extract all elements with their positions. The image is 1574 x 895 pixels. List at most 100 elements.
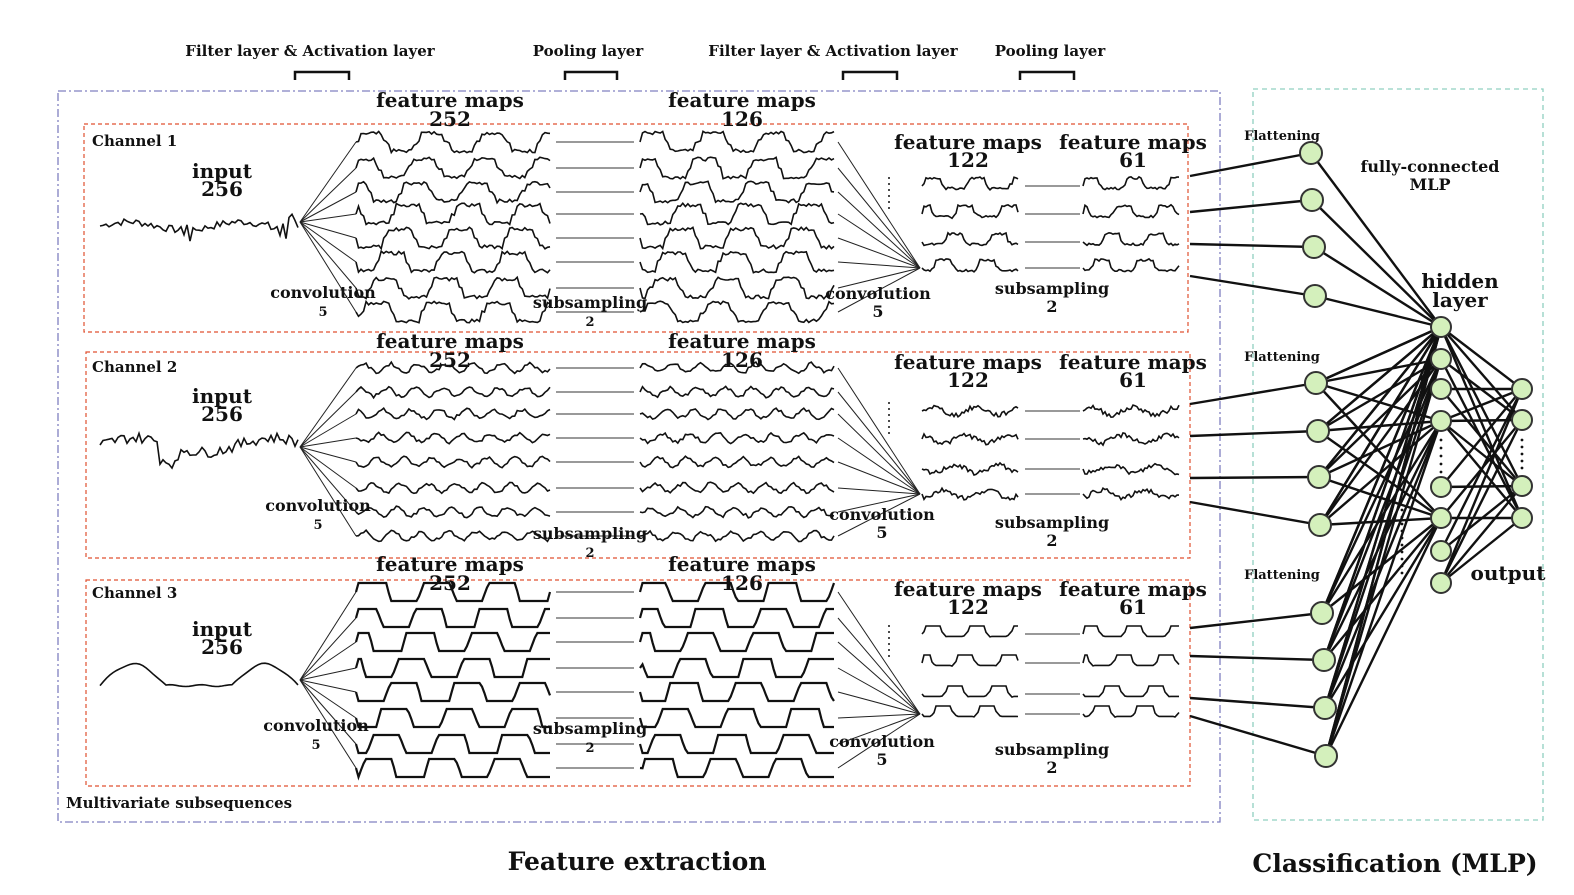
conv-connection	[299, 167, 357, 223]
feature-map-252	[354, 581, 552, 603]
feature-maps-label: feature maps	[376, 329, 524, 353]
conv-connection	[299, 446, 357, 513]
flatten-node	[1304, 371, 1328, 395]
feature-map-61	[1082, 487, 1179, 501]
conv-connection	[299, 667, 357, 681]
flatten-node	[1310, 601, 1334, 625]
feature-map-252	[354, 631, 550, 653]
ellipsis-dot	[888, 420, 890, 422]
hidden-link	[1323, 358, 1443, 709]
feature-map-252	[355, 431, 551, 445]
ellipsis-dot	[888, 189, 890, 191]
feature-maps-61: 61	[1119, 595, 1147, 619]
conv2-connection	[837, 237, 921, 269]
feature-map-126	[638, 733, 834, 755]
filter-layer-label-1: Filter layer & Activation layer	[185, 42, 435, 60]
output-ellipsis	[1520, 466, 1524, 470]
feature-map-122	[921, 432, 1019, 446]
hidden-node	[1430, 316, 1452, 338]
feature-map-61	[1082, 404, 1180, 419]
conv-connection	[299, 391, 357, 448]
link-ellipsis	[1400, 571, 1404, 575]
flatten-link	[1189, 151, 1312, 178]
hidden-link	[1310, 152, 1442, 328]
ellipsis-dot	[888, 643, 890, 645]
conv-connection	[299, 446, 357, 537]
output-link	[1440, 420, 1523, 487]
feature-map-252	[354, 607, 550, 629]
conv2-connection	[837, 191, 921, 269]
feature-maps-label: feature maps	[668, 552, 816, 576]
hidden-link	[1322, 326, 1443, 661]
flatten-node	[1302, 235, 1326, 259]
feature-map-122	[921, 176, 1019, 191]
output-node	[1511, 507, 1533, 529]
conv2-connection	[837, 713, 921, 745]
feature-map-252	[355, 275, 551, 300]
feature-map-252	[355, 180, 551, 205]
ellipsis-dot	[888, 637, 890, 639]
hidden-link	[1314, 294, 1442, 329]
output-link	[1440, 388, 1523, 488]
ellipsis-dot	[888, 402, 890, 404]
conv2-connection	[837, 493, 921, 513]
feature-map-252	[355, 249, 551, 274]
hidden-node	[1430, 572, 1452, 594]
hidden-ellipsis	[1439, 438, 1443, 442]
flatten-node	[1308, 513, 1332, 537]
feature-map-126	[639, 481, 835, 495]
output-link	[1439, 388, 1524, 584]
channel-box	[85, 351, 1191, 559]
hidden-ellipsis	[1439, 446, 1443, 450]
flattening-label: Flattening	[1244, 129, 1320, 144]
flatten-link	[1189, 654, 1325, 662]
output-ellipsis	[1520, 438, 1524, 442]
feature-map-126	[638, 681, 835, 703]
subsampling-label: subsampling	[995, 513, 1109, 532]
feature-map-126	[639, 455, 835, 469]
hidden-link	[1323, 420, 1443, 709]
conv2-connection	[837, 391, 921, 495]
channel-name: Channel 3	[92, 584, 177, 602]
hidden-node	[1430, 410, 1452, 432]
flatten-link	[1189, 475, 1320, 480]
hidden-link	[1324, 420, 1443, 757]
flatten-link	[1189, 500, 1321, 527]
classification-box	[1252, 88, 1544, 821]
subsampling-label: subsampling	[995, 279, 1109, 298]
conv-connection	[299, 679, 357, 769]
link-ellipsis	[1400, 543, 1404, 547]
subsampling-size: 2	[585, 546, 594, 561]
mlp-label: MLP	[1410, 175, 1451, 194]
conv-connection	[299, 591, 357, 681]
hidden-link	[1317, 326, 1442, 432]
flatten-link	[1189, 381, 1317, 406]
hidden-link	[1324, 326, 1443, 757]
feature-map-122	[921, 404, 1019, 418]
output-link	[1440, 326, 1523, 390]
convolution-size: 5	[313, 518, 322, 533]
conv-connection	[299, 679, 357, 719]
convolution-label: convolution	[263, 716, 369, 735]
feature-map-252	[355, 529, 551, 543]
output-ellipsis	[1520, 445, 1524, 449]
feature-map-126	[639, 300, 835, 324]
subsampling-label: subsampling	[995, 740, 1109, 759]
channel-box	[85, 579, 1191, 787]
feature-maps-61: 61	[1119, 148, 1147, 172]
filter-layer-label-2: Filter layer & Activation layer	[708, 42, 958, 60]
hidden-link	[1324, 517, 1443, 757]
output-link	[1439, 326, 1524, 487]
flatten-node	[1312, 648, 1336, 672]
ellipsis-dot	[888, 183, 890, 185]
conv-connection	[299, 446, 357, 463]
output-link	[1440, 485, 1523, 552]
feature-map-126	[638, 707, 834, 729]
conv-connection	[299, 221, 357, 263]
hidden-link	[1315, 325, 1442, 385]
conv2-connection	[837, 367, 921, 495]
feature-map-61	[1082, 625, 1179, 638]
conv-connection	[299, 679, 357, 693]
